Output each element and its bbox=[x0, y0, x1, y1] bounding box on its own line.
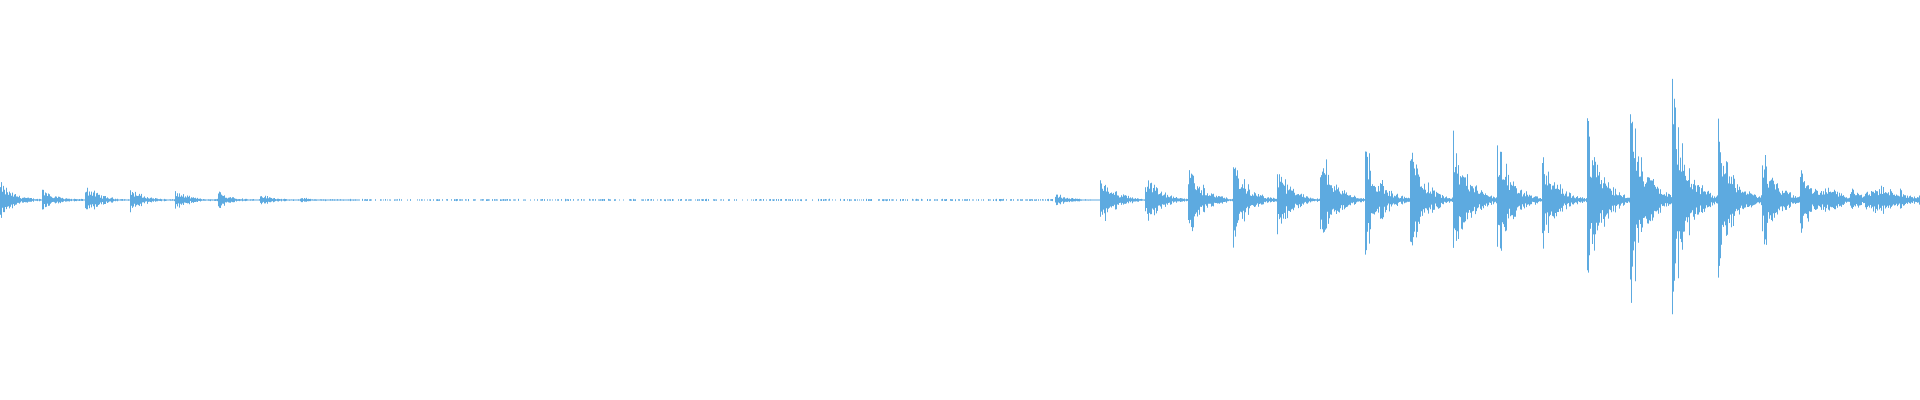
waveform-samples bbox=[0, 78, 1920, 315]
